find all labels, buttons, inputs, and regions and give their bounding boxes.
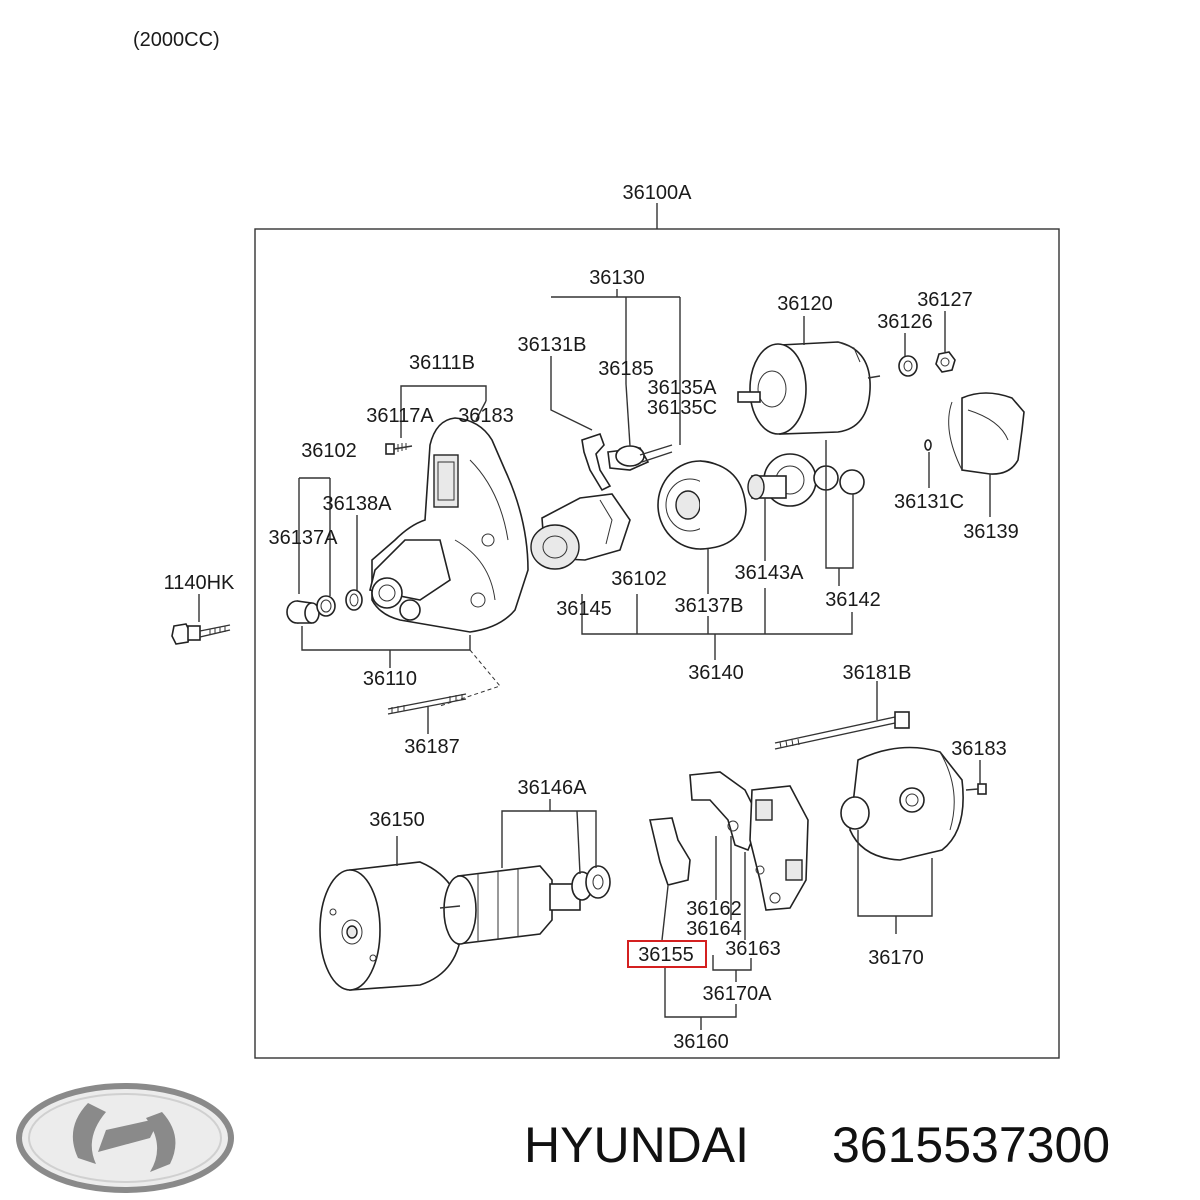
label-36187: 36187 — [404, 736, 460, 758]
engine-note: (2000CC) — [133, 29, 220, 51]
label-36143A: 36143A — [735, 562, 805, 584]
label-36181B: 36181B — [843, 662, 912, 684]
label-36130: 36130 — [589, 267, 645, 289]
rear-cover-36170-illustration — [840, 746, 964, 861]
label-36137B: 36137B — [675, 595, 744, 617]
label-36131C: 36131C — [894, 491, 964, 513]
nut-36127-illustration — [935, 351, 956, 373]
label-36183-top: 36183 — [458, 405, 514, 427]
label-36102-center: 36102 — [611, 568, 667, 590]
armature-36146A-illustration — [439, 865, 611, 945]
label-36183-right: 36183 — [951, 738, 1007, 760]
brush-holder-illustration — [649, 771, 809, 911]
label-36120: 36120 — [777, 293, 833, 315]
label-36100A: 36100A — [623, 182, 693, 204]
bushing-illustration — [286, 589, 363, 624]
bolt-1140HK-illustration — [171, 623, 231, 645]
hyundai-logo — [16, 1083, 234, 1193]
label-36155: 36155 — [638, 944, 694, 966]
label-36145: 36145 — [556, 598, 612, 620]
seal-36131C-illustration — [924, 439, 932, 451]
label-36117A: 36117A — [366, 405, 434, 427]
cover-36139-illustration — [948, 392, 1025, 475]
label-36162: 36162 — [686, 898, 742, 920]
label-36111B: 36111B — [409, 352, 475, 374]
yoke-36150-illustration — [319, 861, 463, 991]
label-36142: 36142 — [825, 589, 881, 611]
label-36139: 36139 — [963, 521, 1019, 543]
label-36164: 36164 — [686, 918, 742, 940]
label-36170A: 36170A — [703, 983, 773, 1005]
nut-36126-illustration — [898, 355, 918, 377]
highlight-box-36155 — [627, 940, 707, 968]
drive-lever-illustration — [581, 432, 673, 492]
label-36163: 36163 — [725, 938, 781, 960]
through-bolt-36181B-illustration — [774, 711, 910, 750]
label-36170: 36170 — [868, 947, 924, 969]
label-36150: 36150 — [369, 809, 425, 831]
stud-36187-illustration — [387, 693, 467, 715]
front-housing-illustration — [369, 417, 529, 633]
label-36135C: 36135C — [647, 397, 717, 419]
label-36102-left: 36102 — [301, 440, 357, 462]
small-bolt-36117A-illustration — [385, 443, 413, 455]
label-1140HK: 1140HK — [164, 572, 235, 594]
label-36127: 36127 — [917, 289, 973, 311]
label-36160: 36160 — [673, 1031, 729, 1053]
label-36131B: 36131B — [518, 334, 587, 356]
part-number: 3615537300 — [832, 1117, 1110, 1173]
label-36110: 36110 — [363, 668, 417, 690]
label-36137A: 36137A — [269, 527, 339, 549]
label-36140: 36140 — [688, 662, 744, 684]
label-36138A: 36138A — [323, 493, 393, 515]
label-36185: 36185 — [598, 358, 654, 380]
brand-name: HYUNDAI — [524, 1117, 749, 1173]
screw-36183-illustration — [965, 783, 987, 795]
label-36135A: 36135A — [648, 377, 718, 399]
label-36146A: 36146A — [518, 777, 588, 799]
label-36126: 36126 — [877, 311, 933, 333]
pinion-36145-illustration — [530, 493, 631, 570]
solenoid-36120-illustration — [737, 341, 881, 435]
planet-carrier-illustration — [657, 460, 747, 550]
